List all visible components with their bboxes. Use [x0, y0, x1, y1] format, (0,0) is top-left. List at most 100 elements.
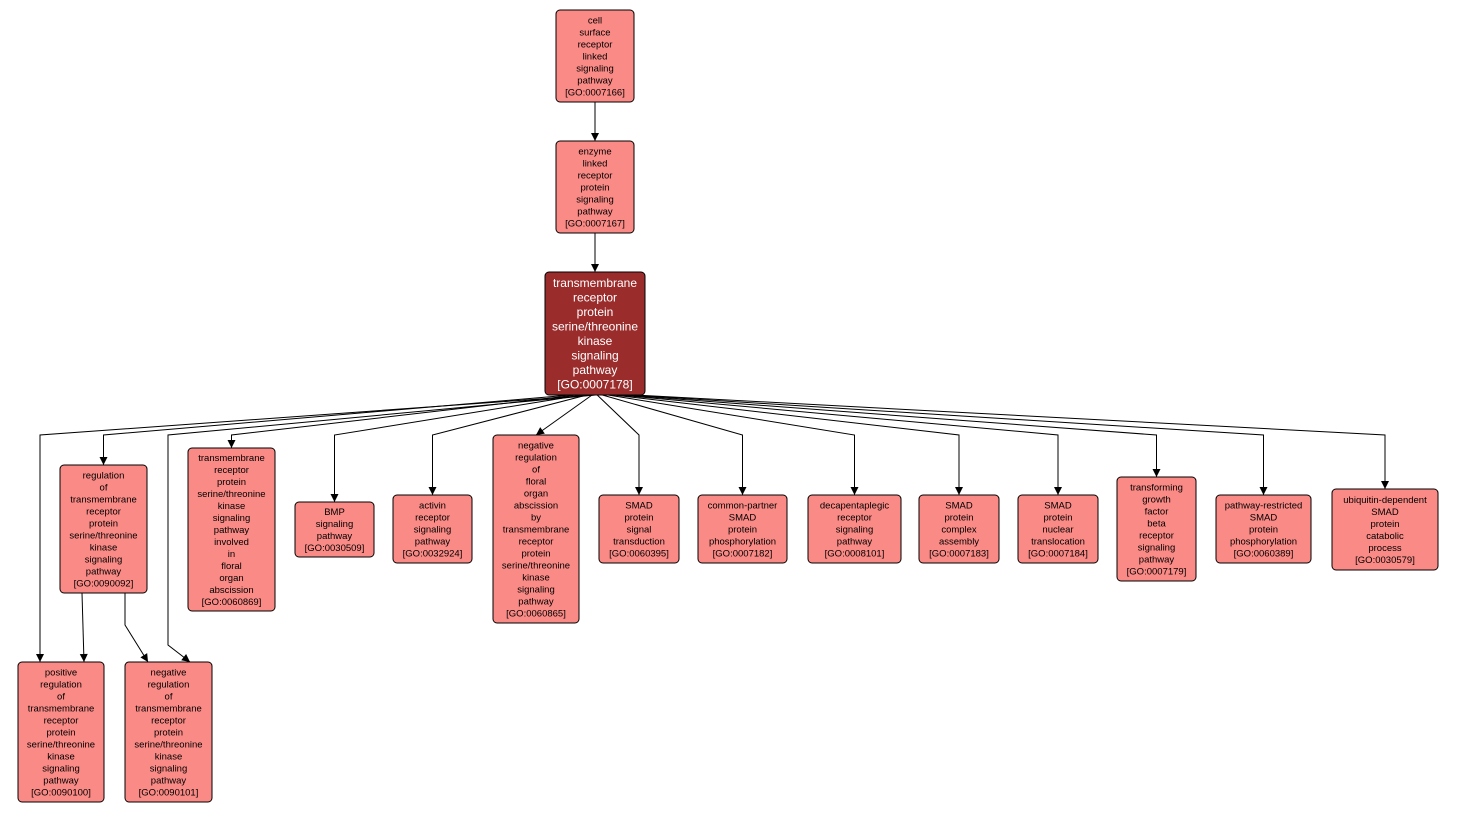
node-label-line: linked [583, 52, 608, 63]
edge-n7178-n32924 [432, 394, 588, 495]
node-label-line: ubiquitin-dependent [1343, 495, 1427, 506]
node-go-id: [GO:0032924] [403, 549, 463, 560]
go-term-node[interactable]: transforminggrowthfactorbetareceptorsign… [1116, 476, 1197, 582]
node-label-line: pathway [415, 537, 451, 548]
node-label-line: pathway [1139, 555, 1175, 566]
node-label-line: protein [1043, 513, 1072, 524]
node-label-line: serine/threonine [552, 320, 638, 334]
node-label-line: floral [526, 477, 547, 488]
edge-n7178-n7183 [613, 394, 960, 495]
node-label-line: signaling [150, 764, 188, 775]
node-label-line: receptor [214, 465, 249, 476]
edge-n90092-n90101 [124, 593, 149, 663]
edge-n7178-n30509 [334, 394, 583, 502]
node-label-line: protein [624, 513, 653, 524]
go-term-node[interactable]: enzymelinkedreceptorproteinsignalingpath… [555, 140, 635, 234]
node-label-line: SMAD [1250, 513, 1278, 524]
edge-n7178-n30579 [634, 394, 1386, 489]
node-label-line: protein [46, 728, 75, 739]
node-label-line: enzyme [578, 147, 611, 158]
go-term-node[interactable]: transmembranereceptorproteinserine/threo… [544, 271, 646, 396]
node-label-line: receptor [519, 537, 554, 548]
node-label-line: pathway-restricted [1225, 501, 1303, 512]
node-label-line: floral [221, 561, 242, 572]
edge-n7178-n60865 [535, 394, 593, 436]
node-label-line: growth [1142, 495, 1171, 506]
node-label-line: protein [944, 513, 973, 524]
go-term-node[interactable]: SMADproteinnucleartranslocation[GO:00071… [1017, 494, 1099, 564]
node-go-id: [GO:0007178] [557, 378, 632, 392]
node-label-line: protein [521, 549, 550, 560]
arrowhead-icon [1152, 469, 1161, 477]
node-label-line: signaling [1138, 543, 1176, 554]
arrowhead-icon [1381, 481, 1389, 489]
node-label-line: by [531, 513, 541, 524]
node-label-line: transmembrane [198, 453, 265, 464]
nodes-layer: cellsurfacereceptorlinkedsignalingpathwa… [17, 9, 1439, 803]
node-label-line: assembly [939, 537, 979, 548]
node-go-id: [GO:0007182] [713, 549, 773, 560]
arrowhead-icon [536, 427, 545, 435]
go-term-node[interactable]: regulationoftransmembranereceptorprotein… [59, 464, 148, 594]
node-label-line: signaling [571, 349, 618, 363]
go-term-node[interactable]: negativeregulationoffloralorganabscissio… [492, 434, 580, 624]
go-term-node[interactable]: positiveregulationoftransmembranerecepto… [17, 661, 105, 803]
go-term-node[interactable]: pathway-restrictedSMADproteinphosphoryla… [1215, 494, 1312, 564]
arrowhead-icon [635, 487, 643, 495]
arrowhead-icon [330, 494, 339, 502]
node-box [187, 447, 276, 612]
node-label-line: SMAD [945, 501, 973, 512]
node-go-id: [GO:0060869] [202, 597, 262, 608]
node-label-line: organ [524, 489, 548, 500]
arrowhead-icon [850, 487, 859, 495]
node-label-line: serine/threonine [134, 740, 202, 751]
edge-n7178-n60389 [628, 394, 1264, 495]
go-term-node[interactable]: ubiquitin-dependentSMADproteincatabolicp… [1331, 488, 1439, 571]
node-go-id: [GO:0030509] [305, 543, 365, 554]
edges-layer [36, 102, 1389, 663]
node-label-line: transmembrane [70, 495, 137, 506]
node-box [124, 661, 213, 803]
node-label-line: protein [1249, 525, 1278, 536]
arrowhead-icon [181, 653, 190, 662]
node-label-line: kinase [47, 752, 74, 763]
arrowhead-icon [1259, 487, 1268, 495]
node-label-line: signaling [836, 525, 874, 536]
node-label-line: pathway [151, 776, 187, 787]
node-label-line: receptor [573, 291, 617, 305]
node-label-line: of [165, 692, 173, 703]
node-label-line: catabolic [1366, 531, 1404, 542]
node-label-line: pathway [837, 537, 873, 548]
arrowhead-icon [227, 440, 236, 448]
node-label-line: protein [580, 183, 609, 194]
arrowhead-icon [79, 653, 88, 662]
edge-n7178-n90101 [167, 394, 596, 663]
node-go-id: [GO:0090101] [139, 788, 199, 799]
node-label-line: cell [588, 16, 602, 27]
node-label-line: signaling [42, 764, 80, 775]
arrowhead-icon [738, 487, 747, 495]
node-label-line: signal [627, 525, 652, 536]
go-term-node[interactable]: activinreceptorsignalingpathway[GO:00329… [392, 494, 473, 564]
node-label-line: transmembrane [135, 704, 202, 715]
node-label-line: pathway [43, 776, 79, 787]
node-label-line: negative [518, 441, 554, 452]
node-label-line: receptor [415, 513, 450, 524]
node-go-id: [GO:0030579] [1355, 555, 1415, 566]
node-label-line: kinase [522, 573, 549, 584]
go-term-node[interactable]: SMADproteinsignaltransduction[GO:0060395… [598, 494, 680, 564]
go-term-node[interactable]: common-partnerSMADproteinphosphorylation… [697, 494, 788, 564]
go-term-node[interactable]: negativeregulationoftransmembranerecepto… [124, 661, 213, 803]
go-term-node[interactable]: decapentaplegicreceptorsignalingpathway[… [807, 494, 902, 564]
arrowhead-icon [1054, 487, 1062, 495]
node-label-line: pathway [86, 567, 122, 578]
go-term-node[interactable]: cellsurfacereceptorlinkedsignalingpathwa… [555, 9, 635, 103]
node-label-line: serine/threonine [27, 740, 95, 751]
node-label-line: complex [941, 525, 977, 536]
node-label-line: protein [577, 305, 614, 319]
node-go-id: [GO:0007179] [1127, 567, 1187, 578]
node-label-line: BMP [324, 507, 345, 518]
go-term-node[interactable]: transmembranereceptorproteinserine/threo… [187, 447, 276, 612]
